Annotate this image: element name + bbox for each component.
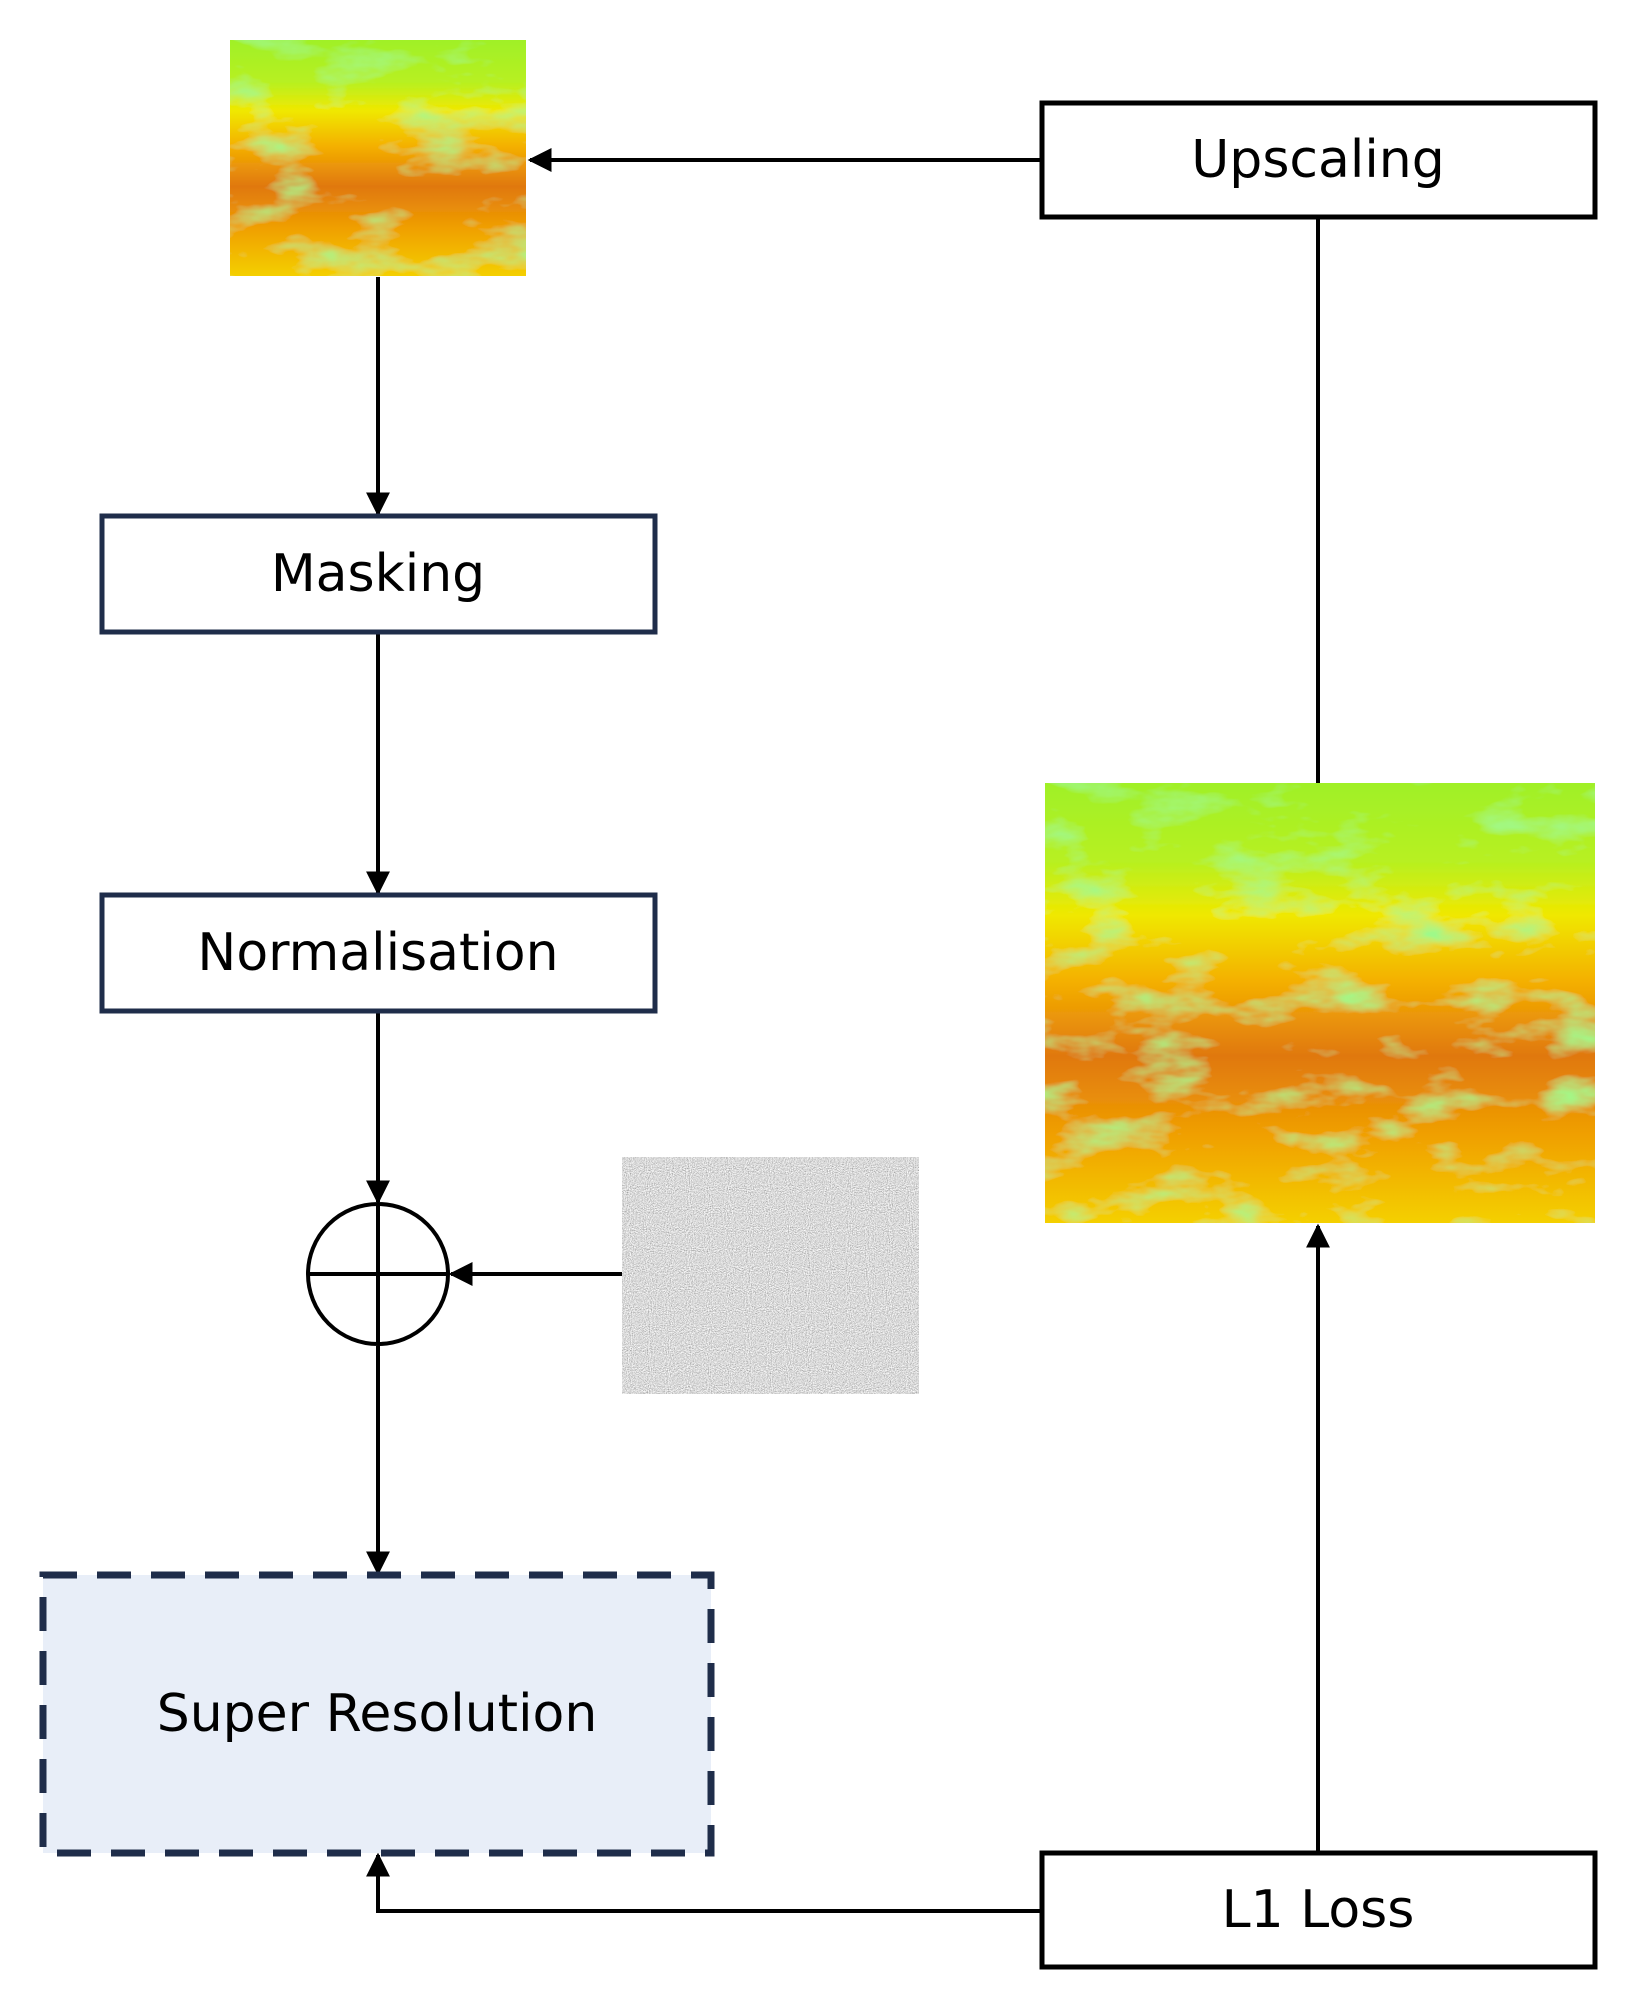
noise-image: [622, 1157, 919, 1394]
upscaling-label: Upscaling: [1191, 130, 1444, 190]
low-res-map-image: [230, 40, 526, 276]
arrow-l1loss-to-superresolution: [366, 1852, 1042, 1913]
masking-label: Masking: [271, 544, 485, 604]
masking-box: Masking: [99, 513, 658, 635]
high-res-map-image: [1045, 783, 1595, 1223]
super-resolution-box: Super Resolution: [39, 1571, 715, 1857]
upscaling-box: Upscaling: [1039, 100, 1598, 220]
l1-loss-label: L1 Loss: [1222, 1880, 1415, 1940]
normalisation-label: Normalisation: [197, 923, 558, 983]
super-resolution-label: Super Resolution: [157, 1684, 598, 1744]
connectors: [366, 148, 1330, 1913]
normalisation-box: Normalisation: [99, 892, 658, 1014]
sum-node: [306, 1202, 450, 1346]
l1-loss-box: L1 Loss: [1039, 1850, 1598, 1970]
